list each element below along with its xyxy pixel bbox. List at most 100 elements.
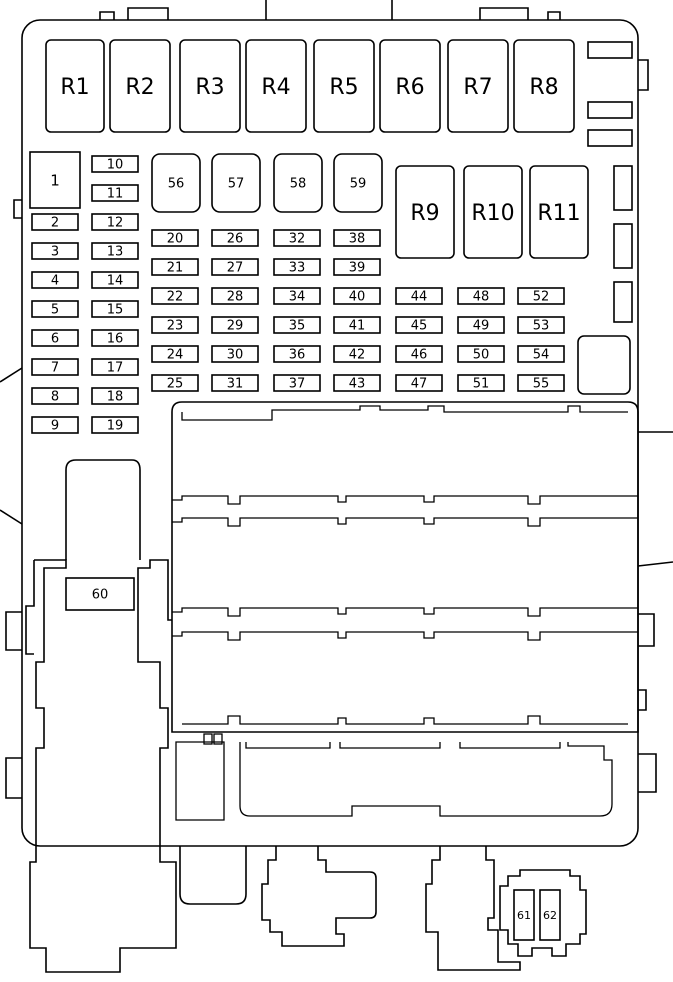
relay-r8-label: R8 [529, 75, 558, 100]
fuse-43 [333, 374, 381, 392]
fuse-40-label: 40 [349, 290, 366, 305]
fuse-13-label: 13 [107, 245, 124, 260]
fuse-20-label: 20 [167, 232, 184, 247]
fuse-4-label: 4 [51, 274, 59, 289]
relay-r3: R3 [179, 39, 241, 133]
fuse-16-label: 16 [107, 332, 124, 347]
fuse-42 [333, 345, 381, 363]
fuse-50 [457, 345, 505, 363]
fuse-49 [457, 316, 505, 334]
fuse-6-label: 6 [51, 332, 59, 347]
relay-r1-label: R1 [60, 75, 89, 100]
fuse-62: 62 [539, 889, 561, 941]
fuse-46-label: 46 [411, 348, 428, 363]
fuse-31 [211, 374, 259, 392]
relay-r2: R2 [109, 39, 171, 133]
fuse-36 [273, 345, 321, 363]
fuse-18 [91, 387, 139, 405]
fuse-11-label: 11 [107, 187, 124, 202]
fuse-14-label: 14 [107, 274, 124, 289]
fuse-26-label: 26 [227, 232, 244, 247]
fuse-48 [457, 287, 505, 305]
fuse-1-label: 1 [50, 172, 60, 190]
fuse-29 [211, 316, 259, 334]
fuse-53-label: 53 [533, 319, 550, 334]
fuse-41-label: 41 [349, 319, 366, 334]
fuse-61-label: 61 [517, 909, 531, 922]
relay-r9-label: R9 [410, 201, 439, 226]
fuse-22 [151, 287, 199, 305]
fuse-8-label: 8 [51, 390, 59, 405]
fuse-48-label: 48 [473, 290, 490, 305]
fuse-5 [31, 300, 79, 318]
fuse-25-label: 25 [167, 377, 184, 392]
relay-r9: R9 [395, 165, 455, 259]
relay-r6-label: R6 [395, 75, 424, 100]
fuse-7 [31, 358, 79, 376]
fuse-60: 60 [65, 577, 135, 611]
fuse-10-label: 10 [107, 158, 124, 173]
fuse-8 [31, 387, 79, 405]
relay-r11: R11 [529, 165, 589, 259]
fuse-2 [31, 213, 79, 231]
fuse-59-label: 59 [350, 177, 367, 192]
fuse-62-label: 62 [543, 909, 557, 922]
fuse-23-label: 23 [167, 319, 184, 334]
relay-r6: R6 [379, 39, 441, 133]
relay-r10: R10 [463, 165, 523, 259]
fuse-9 [31, 416, 79, 434]
fuse-52 [517, 287, 565, 305]
fuse-34 [273, 287, 321, 305]
fuse-56: 56 [151, 153, 201, 213]
fuse-45-label: 45 [411, 319, 428, 334]
fuse-22-label: 22 [167, 290, 184, 305]
fuse-29-label: 29 [227, 319, 244, 334]
fuse-49-label: 49 [473, 319, 490, 334]
fuse-16 [91, 329, 139, 347]
bottom-connectors [179, 846, 587, 971]
fuse-1: 1 [29, 151, 81, 209]
fuse-54-label: 54 [533, 348, 550, 363]
fuse-54 [517, 345, 565, 363]
fuse-24 [151, 345, 199, 363]
fuse-46 [395, 345, 443, 363]
fuse-15 [91, 300, 139, 318]
fuse-35 [273, 316, 321, 334]
fuse-39-label: 39 [349, 261, 366, 276]
relay-r5-label: R5 [329, 75, 358, 100]
fuse-23 [151, 316, 199, 334]
fuse-56-label: 56 [168, 177, 185, 192]
fuse-20 [151, 229, 199, 247]
fuse-21-label: 21 [167, 261, 184, 276]
relay-r3-label: R3 [195, 75, 224, 100]
connector-block [171, 401, 639, 733]
fuse-59: 59 [333, 153, 383, 213]
fuse-37-label: 37 [289, 377, 306, 392]
fuse-39 [333, 258, 381, 276]
fuse-28-label: 28 [227, 290, 244, 305]
fuse-52-label: 52 [533, 290, 550, 305]
fuse-19-label: 19 [107, 419, 124, 434]
relay-r8: R8 [513, 39, 575, 133]
relay-r1: R1 [45, 39, 105, 133]
fuse-36-label: 36 [289, 348, 306, 363]
fuse-34-label: 34 [289, 290, 306, 305]
fuse-47-label: 47 [411, 377, 428, 392]
fuse-37 [273, 374, 321, 392]
fuse-35-label: 35 [289, 319, 306, 334]
fuse-3-label: 3 [51, 245, 59, 260]
fuse-26 [211, 229, 259, 247]
fuse-4 [31, 271, 79, 289]
fuse-32 [273, 229, 321, 247]
fuse-3 [31, 242, 79, 260]
fuse-27-label: 27 [227, 261, 244, 276]
fuse-7-label: 7 [51, 361, 59, 376]
fuse-19 [91, 416, 139, 434]
fuse-61: 61 [513, 889, 535, 941]
fuse-57: 57 [211, 153, 261, 213]
fuse-60-label: 60 [92, 588, 109, 603]
fuse-47 [395, 374, 443, 392]
large-fuses: 1 56 57 58 59 60 61 62 [29, 151, 561, 941]
fuse-44-label: 44 [411, 290, 428, 305]
